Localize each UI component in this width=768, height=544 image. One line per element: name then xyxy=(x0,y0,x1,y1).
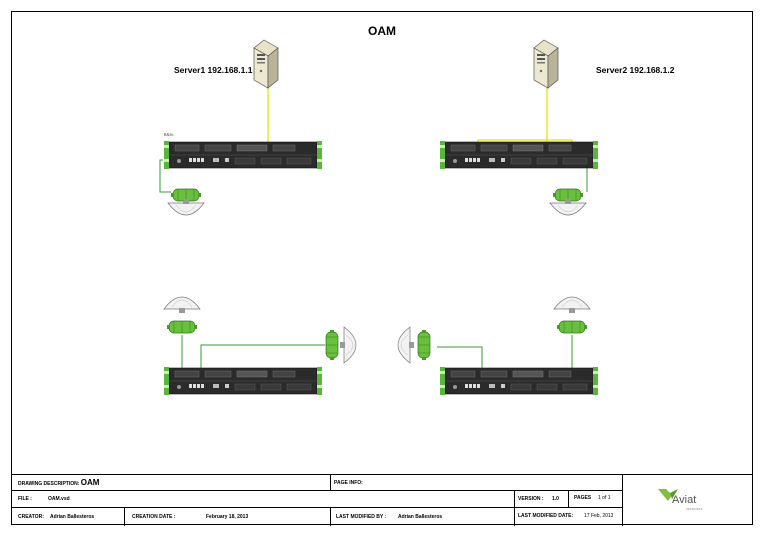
radio-chassis-bottom-right xyxy=(439,366,599,396)
last-modified-by-value: Adrian Ballesteros xyxy=(398,514,443,520)
dish-antenna-top-right-icon xyxy=(549,198,587,216)
dish-antenna-bottom-right-icon xyxy=(553,296,591,314)
odu-middle-right xyxy=(417,329,431,361)
diagram-title: OAM xyxy=(368,24,396,38)
dish-antenna-top-left-icon xyxy=(167,198,205,216)
server1-label: Server1 192.168.1.1 xyxy=(174,65,253,75)
odu-bottom-right xyxy=(556,320,588,334)
drawing-description-label: DRAWING DESCRIPTION: xyxy=(18,481,80,487)
aviat-logo-mark-icon xyxy=(658,489,678,501)
server1-icon xyxy=(253,39,279,89)
page-info-label: PAGE INFO: xyxy=(334,480,363,486)
odu-bottom-left xyxy=(166,320,198,334)
dish-antenna-middle-right-icon xyxy=(397,326,415,364)
dish-antenna-middle-left-icon xyxy=(339,326,357,364)
network-diagram xyxy=(159,39,599,396)
version-label: VERSION : xyxy=(518,496,544,502)
pages-label: PAGES xyxy=(574,495,592,501)
drawing-sheet: OAM Server1 192.168.1.1 Server2 192.168.… xyxy=(11,11,753,526)
green-links xyxy=(159,147,588,384)
creator-label: CREATOR: xyxy=(18,514,44,520)
dish-antenna-bottom-left-icon xyxy=(163,296,201,314)
radio-chassis-top-left xyxy=(163,140,323,170)
server2-label: Server2 192.168.1.2 xyxy=(596,65,675,75)
aviat-logo-subtext: NETWORKS xyxy=(686,508,703,511)
radio-chassis-bottom-left xyxy=(163,366,323,396)
drawing-description-value: OAM xyxy=(80,478,100,487)
title-block: DRAWING DESCRIPTION: OAM PAGE INFO: FILE… xyxy=(12,474,752,526)
drawing-description: DRAWING DESCRIPTION: OAM xyxy=(18,478,99,487)
file-label: FILE : xyxy=(18,496,32,502)
last-modified-date-label: LAST MODIFIED DATE: xyxy=(518,513,574,519)
aviat-logo-text: Aviat xyxy=(672,494,697,506)
last-modified-by-label: LAST MODIFIED BY : xyxy=(336,514,387,520)
creation-date-label: CREATION DATE : xyxy=(132,514,176,520)
server2-icon xyxy=(533,39,559,89)
chassis-tag-label: R&Sc xyxy=(164,132,174,137)
creation-date-value: February 18, 2013 xyxy=(206,514,249,520)
aviat-logo: Aviat NETWORKS xyxy=(652,485,732,517)
file-value: OAM.vsd xyxy=(48,496,70,502)
creator-value: Adrian Ballesteros xyxy=(50,514,95,520)
version-value: 1.0 xyxy=(552,496,559,502)
pages-value: 1 of 1 xyxy=(598,495,611,501)
odu-middle-left xyxy=(325,329,339,361)
radio-chassis-top-right xyxy=(439,140,599,170)
last-modified-date-value: 17 Feb, 2013 xyxy=(584,513,614,519)
yellow-links xyxy=(184,82,573,374)
